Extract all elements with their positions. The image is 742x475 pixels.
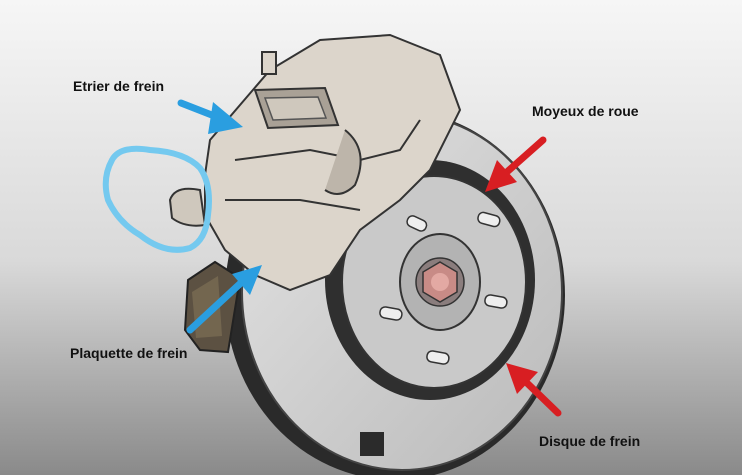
pad-label: Plaquette de frein bbox=[70, 345, 188, 361]
hub-arrow-icon bbox=[485, 136, 547, 192]
highlight-scribble bbox=[102, 145, 212, 253]
hub-label: Moyeux de roue bbox=[532, 103, 639, 119]
dark-square bbox=[360, 432, 384, 456]
hub-nut bbox=[415, 257, 465, 307]
wheel-studs bbox=[379, 211, 508, 365]
disc-label: Disque de frein bbox=[539, 433, 641, 449]
caliper-label: Etrier de frein bbox=[73, 78, 165, 94]
pad-arrow-icon bbox=[186, 265, 262, 334]
brake-caliper bbox=[168, 33, 462, 292]
disc-arrow-icon bbox=[506, 363, 562, 417]
caliper-arrow-icon bbox=[177, 99, 243, 134]
